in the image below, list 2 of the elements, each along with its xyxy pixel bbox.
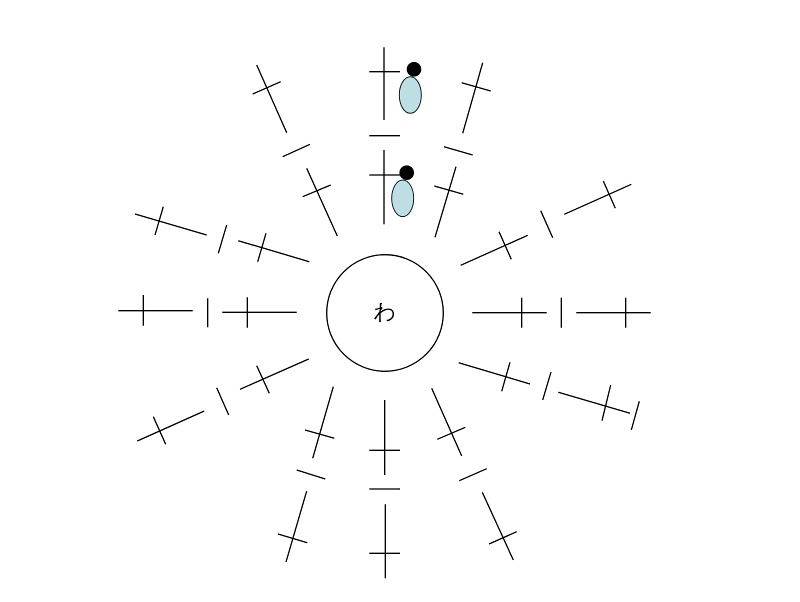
ring-circle — [326, 254, 444, 372]
ring-label: わ — [374, 302, 396, 324]
